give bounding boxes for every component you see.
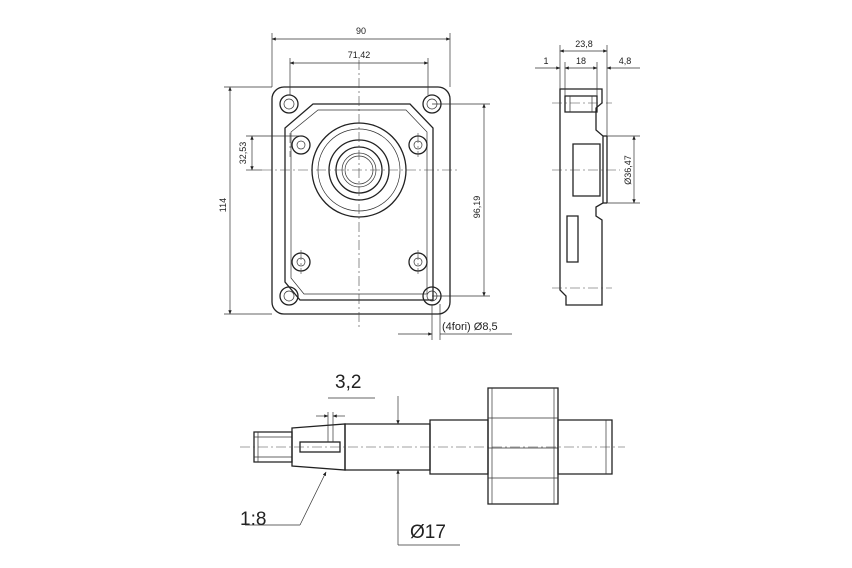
flange-plate-outline (271, 86, 451, 315)
hole-note: (4fori) Ø8,5 (442, 321, 498, 333)
dim-key-width: 3,2 (335, 372, 361, 393)
dim-offset: 32,53 (238, 142, 248, 165)
dim-body: 18 (576, 56, 586, 66)
dim-width-outer: 90 (356, 26, 366, 36)
dim-height-outer: 114 (218, 198, 228, 212)
dim-small: 1 (543, 56, 548, 66)
shaft-view: 3,2 1:8 Ø17 (240, 372, 625, 546)
dim-height-holes: 96,19 (472, 196, 482, 219)
front-view: 90 71,42 114 32,53 96,19 (4fori) Ø8,5 (218, 26, 512, 340)
gear-teeth (487, 387, 559, 505)
side-section-view: 23,8 1 18 4,8 Ø36,47 (535, 39, 640, 306)
section-hatched-body (559, 88, 604, 306)
dim-width-holes: 71,42 (348, 50, 371, 60)
dim-taper: 1:8 (240, 509, 266, 530)
dim-total-thickness: 23,8 (575, 39, 593, 49)
dim-boss: 4,8 (619, 56, 632, 66)
dim-shaft-diameter: Ø17 (410, 522, 446, 543)
dim-pilot-diameter: Ø36,47 (623, 155, 633, 185)
flange-inner-profile (284, 103, 434, 301)
